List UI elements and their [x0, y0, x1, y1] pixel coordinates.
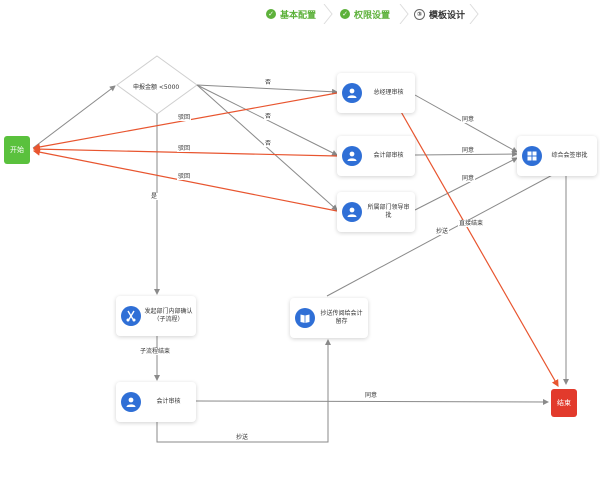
- edge-condition-gm: [196, 84, 338, 95]
- edge-label-reject: 驳回: [177, 145, 192, 152]
- edge-label-reject: 驳回: [177, 114, 192, 121]
- check-icon: ✓: [340, 9, 350, 19]
- step-basic-config[interactable]: ✓ 基本配置: [266, 6, 316, 22]
- edge-label-agree: 同意: [461, 175, 476, 182]
- node-gm-review[interactable]: 总经理审核: [337, 73, 415, 113]
- edge-reject-acct-dept: [32, 145, 338, 157]
- edge-label-no: 否: [264, 79, 273, 86]
- step-bar: ✓ 基本配置 ✓ 权限设置 ③ 模板设计: [0, 0, 600, 28]
- node-acct-review[interactable]: 会计审核: [116, 382, 196, 422]
- node-dept-lead-approval[interactable]: 所属部门领导审批: [337, 192, 415, 232]
- chevron-right-icon: [469, 4, 479, 24]
- start-node[interactable]: 开始: [4, 136, 30, 164]
- condition-label: 申报金额 <5000: [133, 84, 180, 91]
- edge-label-cc: 抄送: [235, 434, 250, 441]
- step-number-icon: ③: [414, 8, 425, 20]
- edge-acct-cc: [156, 339, 331, 443]
- edge-label-no: 否: [264, 140, 273, 147]
- edge-label-yes: 是: [150, 193, 159, 200]
- edge-label-agree: 同意: [364, 392, 379, 399]
- edge-label-agree: 同意: [461, 147, 476, 154]
- step-permission[interactable]: ✓ 权限设置: [340, 6, 390, 22]
- edge-gm-summary: [414, 94, 518, 153]
- edge-label-sub-end: 子流程结束: [139, 348, 172, 355]
- edge-start-condition: [32, 85, 116, 149]
- user-icon: [342, 83, 362, 103]
- subprocess-icon: [121, 306, 141, 326]
- node-subprocess[interactable]: 发起部门内部确认（子流程）: [116, 296, 196, 336]
- edge-gm-end-direct: [399, 109, 559, 388]
- step-template-design[interactable]: ③ 模板设计: [414, 6, 465, 22]
- edge-dept-lead-summary: [414, 157, 518, 211]
- edge-label-direct-end: 直接结束: [458, 220, 485, 227]
- user-icon: [121, 392, 141, 412]
- edge-label-reject: 驳回: [177, 173, 192, 180]
- edge-acct-dept-summary: [414, 151, 518, 158]
- chevron-right-icon: [399, 4, 409, 24]
- user-icon: [342, 146, 362, 166]
- chevron-right-icon: [323, 4, 333, 24]
- node-acct-dept-review[interactable]: 会计部审核: [337, 136, 415, 176]
- edge-acct-end: [194, 398, 549, 405]
- user-icon: [342, 202, 362, 222]
- node-summary-approval[interactable]: 综合会签审批: [517, 136, 597, 176]
- grid-icon: [522, 146, 542, 166]
- edge-reject-dept-lead: [32, 148, 338, 212]
- edge-condition-dept-lead: [196, 84, 338, 211]
- end-node[interactable]: 结束: [551, 389, 577, 417]
- check-icon: ✓: [266, 9, 276, 19]
- edge-label-no: 否: [264, 113, 273, 120]
- node-cc-acct[interactable]: 抄送传阅给会计留存: [290, 298, 368, 338]
- book-icon: [295, 308, 315, 328]
- edge-label-cc: 抄送: [435, 228, 450, 235]
- edge-condition-acct-dept: [196, 84, 338, 156]
- edge-label-agree: 同意: [461, 116, 476, 123]
